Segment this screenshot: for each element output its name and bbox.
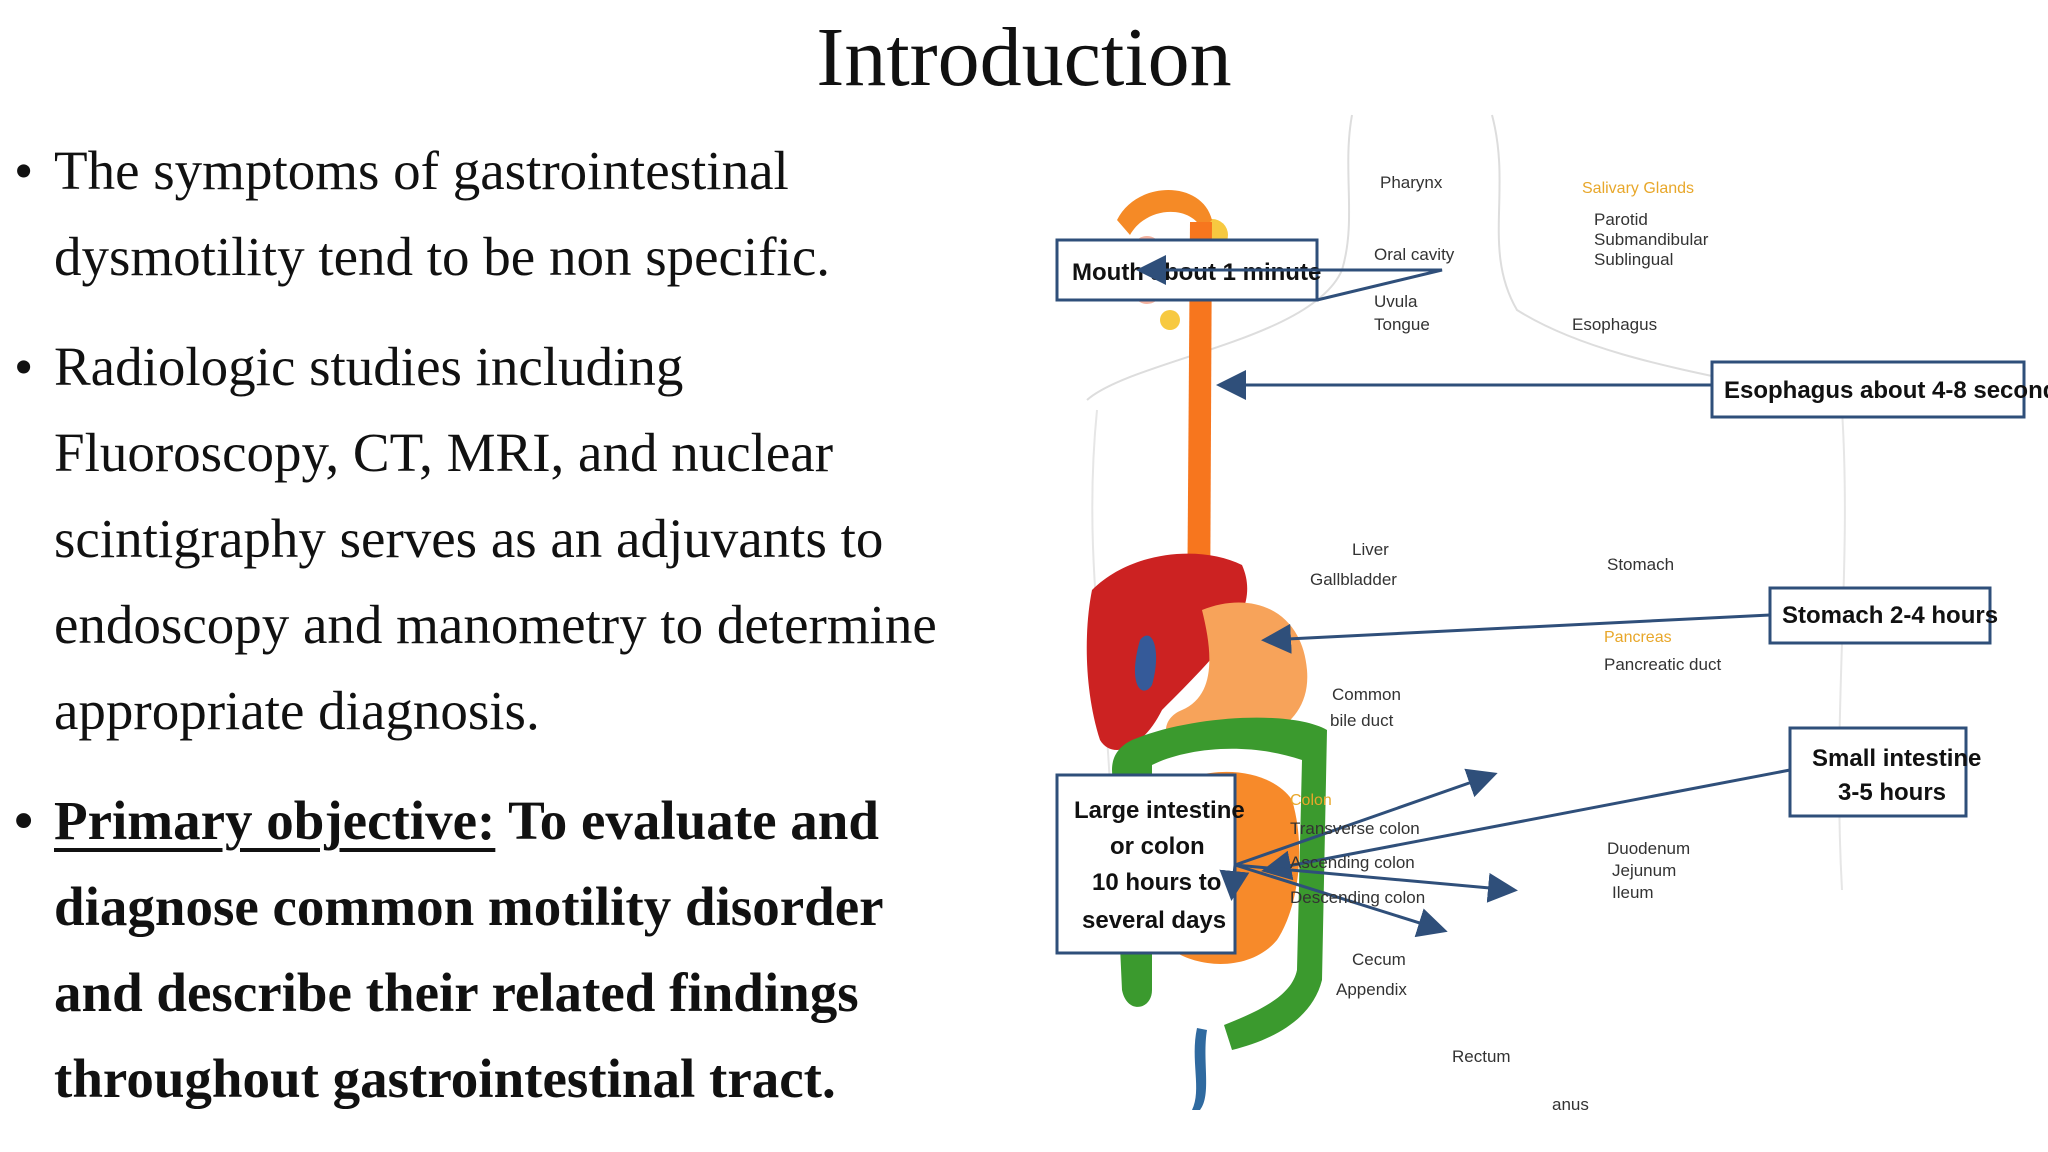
label-jejunum: Jejunum [1612,861,1676,880]
stomach-box: Stomach 2-4 hours [1768,586,1998,645]
large-intestine-shape [1112,717,1327,1050]
label-parotid: Parotid [1594,210,1648,229]
bullet-dot: • [14,140,34,201]
label-ascending-colon: Ascending colon [1290,853,1415,872]
label-oral-cavity: Oral cavity [1374,245,1455,264]
bullet-item: • Radiologic studies including Fluorosco… [14,324,974,754]
label-anus: anus [1552,1095,1589,1114]
label-esophagus: Esophagus [1572,315,1657,334]
liver-shape [1086,553,1248,750]
gallbladder-shape [1134,635,1157,691]
digestive-system-diagram: Mouth about 1 minute Esophagus about 4-8… [1012,110,2048,1152]
label-transverse-colon: Transverse colon [1290,819,1420,838]
label-salivary-glands: Salivary Glands [1582,180,1694,197]
label-submandibular: Submandibular [1594,230,1709,249]
small-intestine-box-line1: Small intestine [1812,745,1981,772]
salivary-gland-shape [1160,310,1180,330]
large-intestine-box-line2: or colon [1110,833,1205,860]
label-sublingual: Sublingual [1594,250,1673,269]
bullet-item-objective: • Primary objective: To evaluate and dia… [14,778,974,1122]
mouth-arrow [1136,255,1443,302]
large-intestine-box-line3: 10 hours to [1092,869,1221,896]
large-intestine-box: Large intestine or colon 10 hours to sev… [1055,773,1245,955]
slide-title: Introduction [816,11,1232,104]
small-intestine-box-line2: 3-5 hours [1838,779,1946,806]
bullet-text: To evaluate and diagnose common motility… [54,790,883,1109]
bullet-dot: • [14,790,34,851]
pharynx-shape [1117,190,1212,235]
large-intestine-arrows [1219,768,1518,938]
label-tongue: Tongue [1374,315,1430,334]
large-intestine-box-line1: Large intestine [1074,797,1245,824]
label-uvula: Uvula [1374,292,1418,311]
label-gallbladder: Gallbladder [1310,570,1397,589]
label-pancreatic-duct: Pancreatic duct [1604,655,1721,674]
mouth-box-label: Mouth about 1 minute [1072,259,1321,286]
bullet-item: • The symptoms of gastrointestinal dysmo… [14,128,974,300]
label-descending-colon: Descending colon [1290,888,1425,907]
label-common-bile-duct-2: bile duct [1330,711,1394,730]
label-stomach: Stomach [1607,555,1674,574]
digestive-system-svg: Mouth about 1 minute Esophagus about 4-8… [1055,114,2048,1114]
bullet-list: • The symptoms of gastrointestinal dysmo… [14,128,974,1146]
label-pharynx: Pharynx [1380,173,1443,192]
rectum-shape [1192,1028,1207,1110]
esophagus-shape [1187,222,1212,630]
objective-lead: Primary objective: [54,790,496,851]
label-colon: Colon [1290,792,1332,809]
small-intestine-arrow [1261,768,1791,881]
esophagus-box: Esophagus about 4-8 seconds [1710,360,2048,419]
small-intestine-box: Small intestine 3-5 hours [1788,726,1981,818]
bullet-text: The symptoms of gastrointestinal dysmoti… [54,140,830,287]
esophagus-box-label: Esophagus about 4-8 seconds [1724,377,2048,404]
label-cecum: Cecum [1352,950,1406,969]
stomach-box-label: Stomach 2-4 hours [1782,602,1998,629]
label-pancreas: Pancreas [1604,629,1672,646]
label-duodenum: Duodenum [1607,839,1690,858]
bullet-text: Radiologic studies including Fluoroscopy… [54,336,937,741]
label-liver: Liver [1352,540,1389,559]
large-intestine-box-line4: several days [1082,907,1226,934]
label-common-bile-duct-1: Common [1332,685,1401,704]
label-appendix: Appendix [1336,980,1407,999]
label-ileum: Ileum [1612,883,1654,902]
bullet-dot: • [14,336,34,397]
label-rectum: Rectum [1452,1047,1511,1066]
stomach-arrow [1261,613,1771,654]
